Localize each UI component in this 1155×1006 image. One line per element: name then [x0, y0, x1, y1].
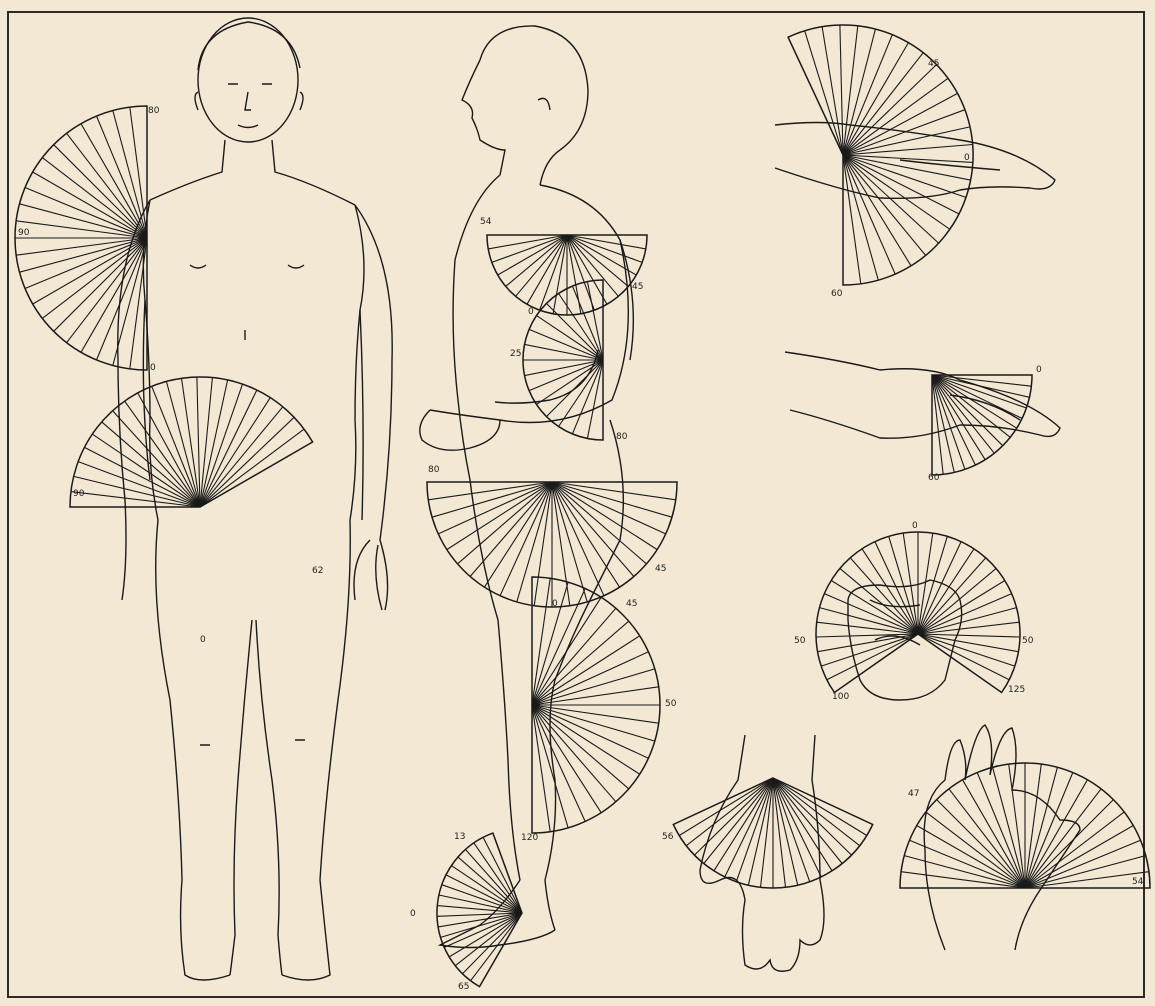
label-wrist-top-right: 0	[964, 154, 970, 163]
label-knee-side-bottom: 120	[521, 834, 538, 843]
label-hip-side-bottom: 0	[552, 600, 558, 609]
label-ankle-side-bottom: 65	[458, 983, 469, 992]
label-ankle-side-top: 13	[454, 833, 465, 842]
label-knee-side-top: 45	[626, 600, 637, 609]
label-wrist-mid-bottom: 60	[928, 474, 939, 483]
label-forearm-bottom-right: 125	[1008, 686, 1025, 695]
label-ankle-side-left: 0	[410, 910, 416, 919]
label-wrist-mid-right: 0	[1036, 366, 1042, 375]
label-shoulder-side-right: 45	[632, 283, 643, 292]
label-shoulder-front-mid: 90	[18, 229, 29, 238]
label-hand-bottom-left: 56	[662, 833, 673, 842]
label-forearm-bottom-left: 100	[832, 693, 849, 702]
label-hip-side-left: 80	[428, 466, 439, 475]
label-knee-side-right: 50	[665, 700, 676, 709]
label-hip-front-bottom: 0	[200, 636, 206, 645]
label-forearm-right: 50	[1022, 637, 1033, 646]
label-thumb-right: 54	[1132, 878, 1143, 887]
label-forearm-top: 0	[912, 522, 918, 531]
label-forearm-left: 50	[794, 637, 805, 646]
label-shoulder-front-top: 80	[148, 107, 159, 116]
label-shoulder-front-bottom: 0	[150, 364, 156, 373]
label-wrist-top-bottom: 60	[831, 290, 842, 299]
label-elbow-side-top: 0	[528, 308, 534, 317]
label-elbow-side-bottom: 80	[616, 433, 627, 442]
label-hip-front-right: 62	[312, 567, 323, 576]
label-shoulder-side-left: 54	[480, 218, 491, 227]
label-thumb-left: 47	[908, 790, 919, 799]
label-wrist-top-top: 45	[928, 60, 939, 69]
label-hip-side-right: 45	[655, 565, 666, 574]
label-elbow-side-left: 25	[510, 350, 521, 359]
label-hip-front-left: 90	[73, 490, 84, 499]
